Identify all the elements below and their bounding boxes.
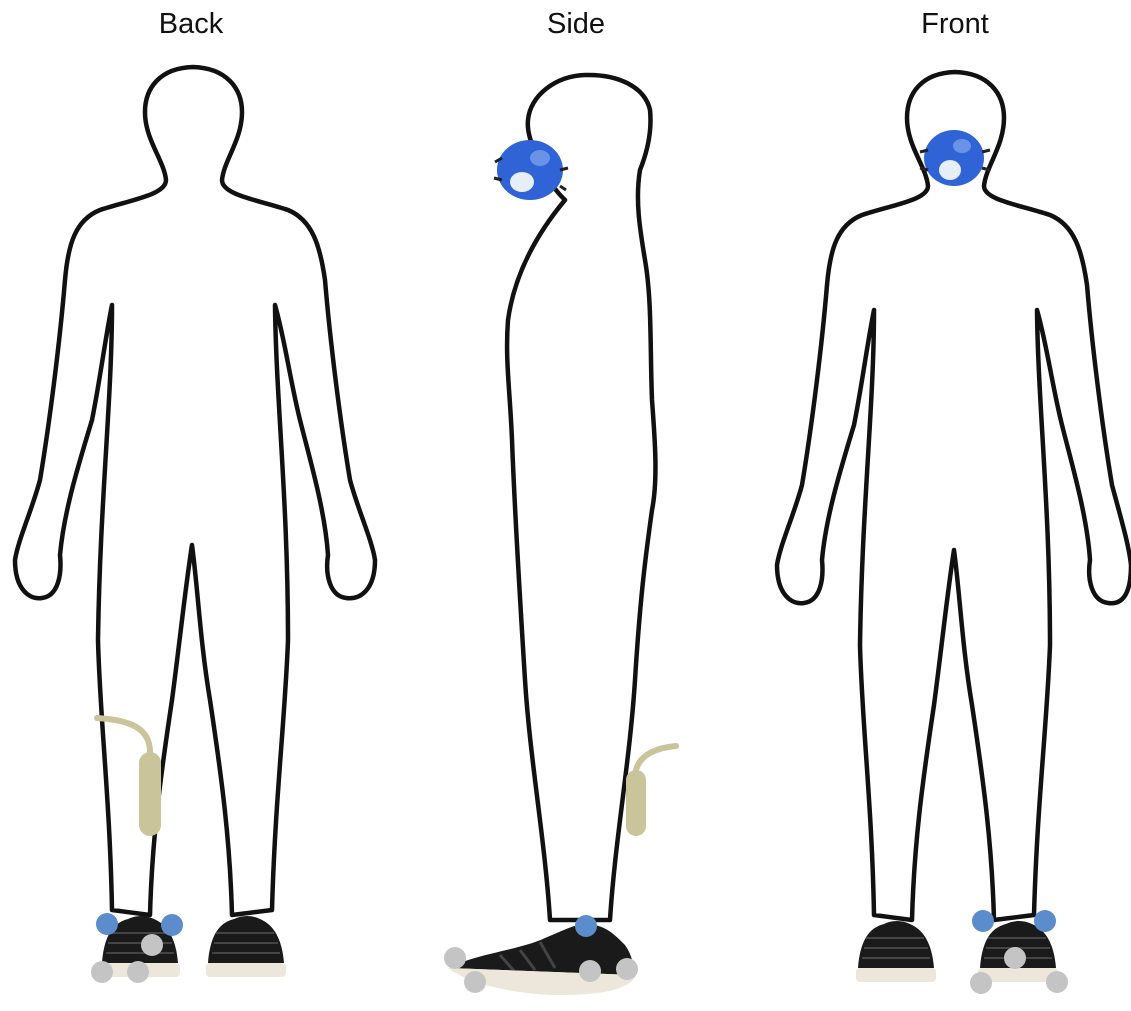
reflective-marker [464, 971, 486, 993]
back-figure [15, 67, 375, 983]
front-figure [777, 72, 1131, 994]
accelerometer-sensor-icon [626, 770, 646, 836]
right-shoe-icon [206, 916, 286, 977]
sensor-marker [96, 913, 118, 935]
reflective-marker [1046, 971, 1068, 993]
back-body-outline [15, 67, 375, 915]
reflective-marker [127, 961, 149, 983]
left-shoe-icon [856, 921, 936, 982]
respiratory-mask-icon [920, 130, 990, 186]
sensor-marker [575, 915, 597, 937]
side-figure [444, 75, 676, 995]
reflective-marker [91, 961, 113, 983]
reflective-marker [579, 960, 601, 982]
front-body-outline [777, 72, 1131, 920]
sensor-marker [972, 910, 994, 932]
reflective-marker [970, 972, 992, 994]
reflective-marker [141, 934, 163, 956]
sensor-marker [161, 914, 183, 936]
reflective-marker [616, 958, 638, 980]
reflective-marker [1004, 947, 1026, 969]
accelerometer-sensor-icon [139, 752, 161, 836]
reflective-marker [444, 947, 466, 969]
sensor-marker [1034, 910, 1056, 932]
